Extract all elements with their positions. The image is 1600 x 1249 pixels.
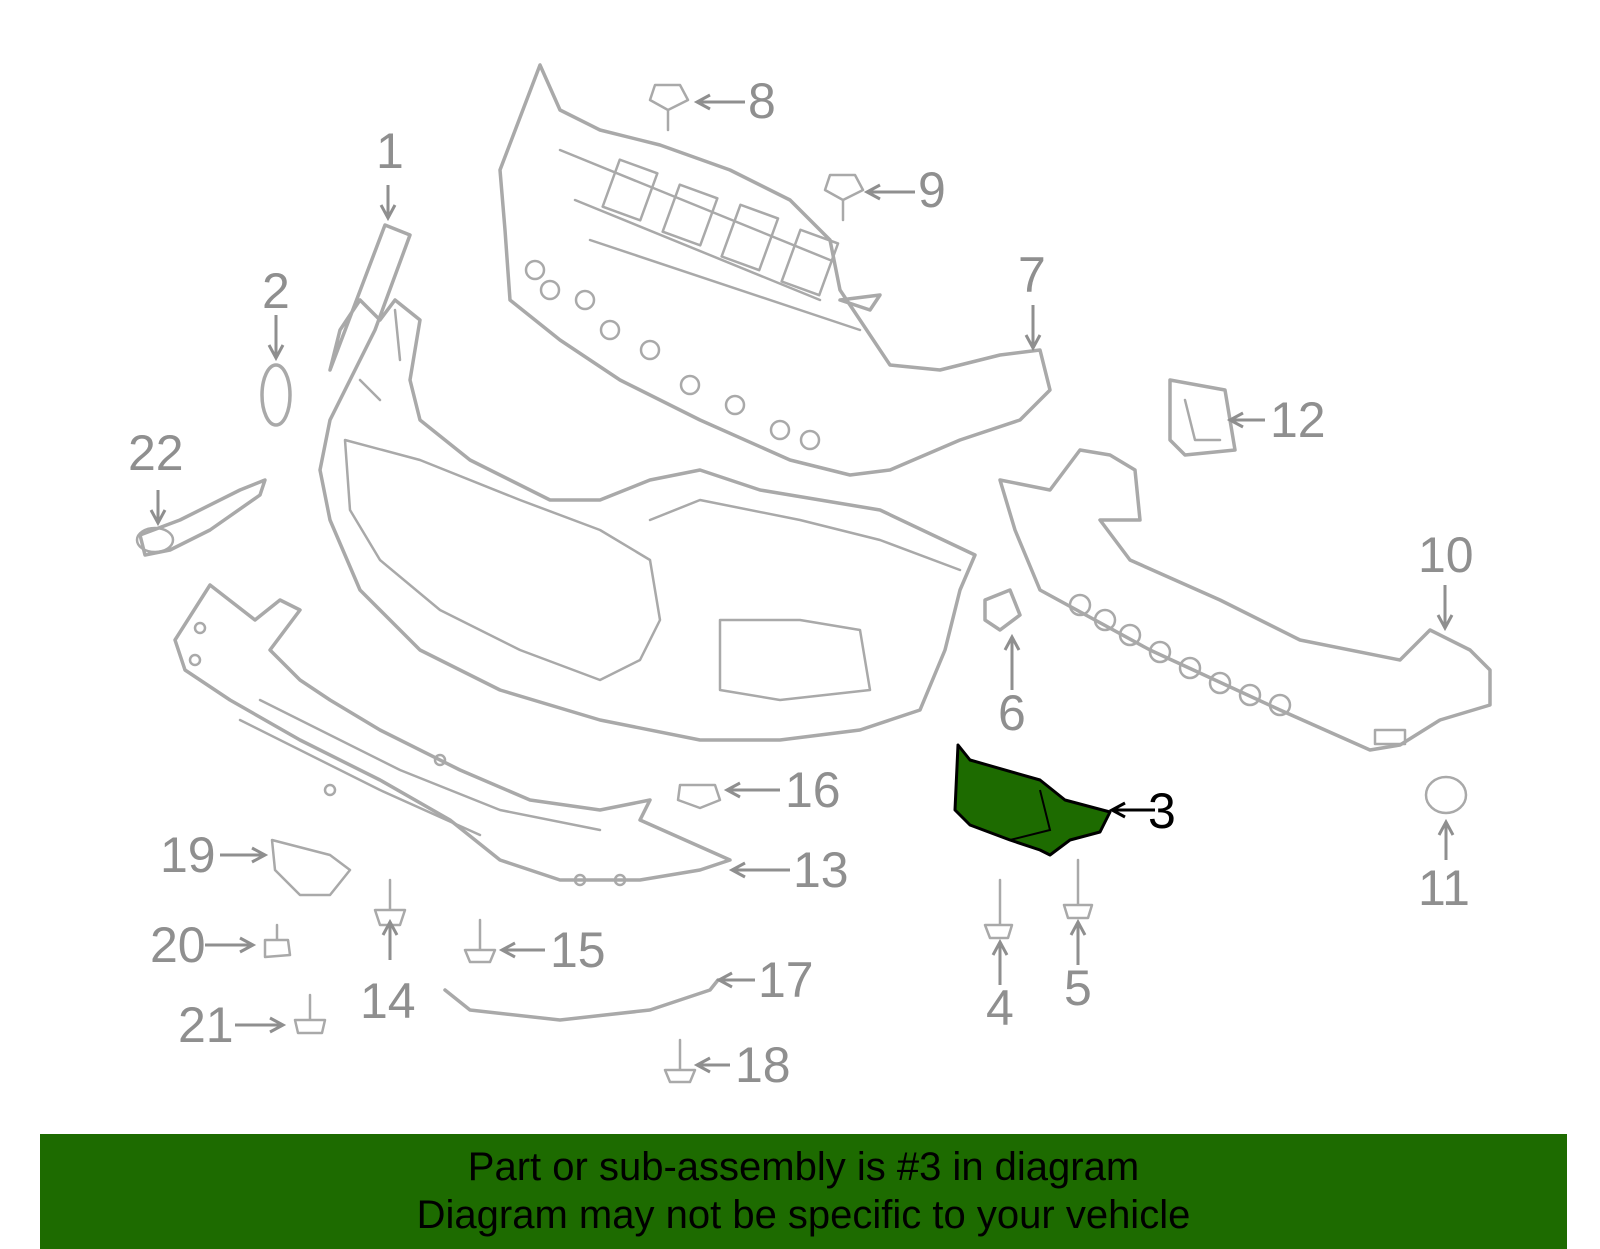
callout-14: 14 <box>360 973 416 1029</box>
callout-9: 9 <box>918 162 946 218</box>
callout-13: 13 <box>793 842 849 898</box>
callout-22: 22 <box>128 425 184 481</box>
part-6-bracket <box>983 588 1022 632</box>
callout-3[interactable]: 3 <box>1148 783 1176 839</box>
callout-1: 1 <box>376 123 404 179</box>
callout-6: 6 <box>998 685 1026 741</box>
callout-20: 20 <box>150 917 206 973</box>
part-13-lower-deflector <box>173 583 732 887</box>
part-3-shape[interactable] <box>953 743 1112 857</box>
part-1-bumper-cover <box>318 223 977 742</box>
callout-2: 2 <box>262 263 290 319</box>
banner-line-part: Part or sub-assembly is #3 in diagram <box>467 1145 1140 1189</box>
callout-15: 15 <box>550 922 606 978</box>
leader-lines <box>149 93 1455 1074</box>
callout-labels: 1 2 3 4 5 6 7 8 9 10 11 12 13 14 15 16 1… <box>128 73 1474 1093</box>
callout-18: 18 <box>735 1037 791 1093</box>
callout-11: 11 <box>1418 860 1470 916</box>
callout-5: 5 <box>1064 960 1092 1016</box>
banner-line-disclaimer: Diagram may not be specific to your vehi… <box>416 1193 1191 1237</box>
part-22-tow-eye <box>135 478 267 557</box>
callout-16: 16 <box>785 762 841 818</box>
callout-19: 19 <box>160 827 216 883</box>
callout-10: 10 <box>1418 527 1474 583</box>
callout-7: 7 <box>1018 247 1046 303</box>
info-banner: Part or sub-assembly is #3 in diagram Di… <box>40 1134 1567 1249</box>
part-2-plug <box>260 363 292 427</box>
part-12-bracket <box>1168 378 1237 457</box>
callout-4: 4 <box>986 980 1014 1036</box>
callout-8: 8 <box>748 73 776 129</box>
part-10-reinforcement <box>998 448 1492 752</box>
fasteners <box>263 83 1468 1084</box>
part-3-air-deflector[interactable] <box>953 743 1112 857</box>
callout-12: 12 <box>1270 392 1326 448</box>
callout-17: 17 <box>758 952 814 1008</box>
part-7-carrier <box>498 63 1052 477</box>
callout-21: 21 <box>178 997 234 1053</box>
